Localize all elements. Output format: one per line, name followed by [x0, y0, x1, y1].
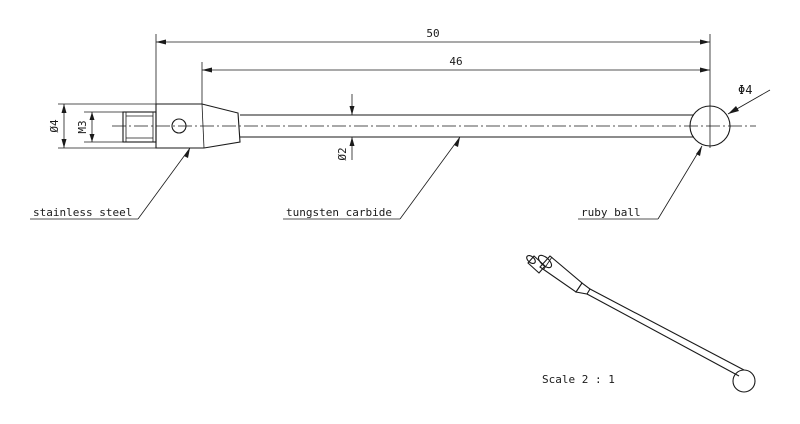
- stylus-isometric-view: [526, 254, 756, 393]
- dim-shaft-diameter: Ø2: [336, 94, 355, 161]
- dim-body-diameter: Ø4: [48, 103, 156, 149]
- stylus-side-view: [112, 103, 756, 149]
- dim-body-label: Ø4: [48, 119, 61, 133]
- dim-overall-label: 50: [426, 27, 439, 40]
- dim-thread-label: M3: [76, 120, 89, 133]
- callout-stainless-steel: stainless steel: [30, 147, 191, 220]
- dim-shaft-label: 46: [449, 55, 462, 68]
- iso-ruby-ball: [732, 369, 756, 393]
- dim-overall-length: 50: [155, 27, 711, 104]
- dim-ball-diameter: Φ4: [727, 83, 771, 115]
- callout-stainless-steel-label: stainless steel: [33, 206, 132, 219]
- dim-shaft-length: 46: [201, 55, 710, 104]
- thread-section: [122, 111, 157, 143]
- callout-tungsten-carbide-label: tungsten carbide: [286, 206, 392, 219]
- dim-ball-label: Φ4: [738, 83, 752, 97]
- callout-ruby-ball-label: ruby ball: [581, 206, 641, 219]
- dim-thread: M3: [76, 111, 123, 143]
- callout-tungsten-carbide: tungsten carbide: [283, 136, 461, 220]
- scale-label: Scale 2 : 1: [542, 373, 615, 386]
- dim-shaft-diameter-label: Ø2: [336, 147, 349, 160]
- callout-ruby-ball: ruby ball: [578, 145, 703, 220]
